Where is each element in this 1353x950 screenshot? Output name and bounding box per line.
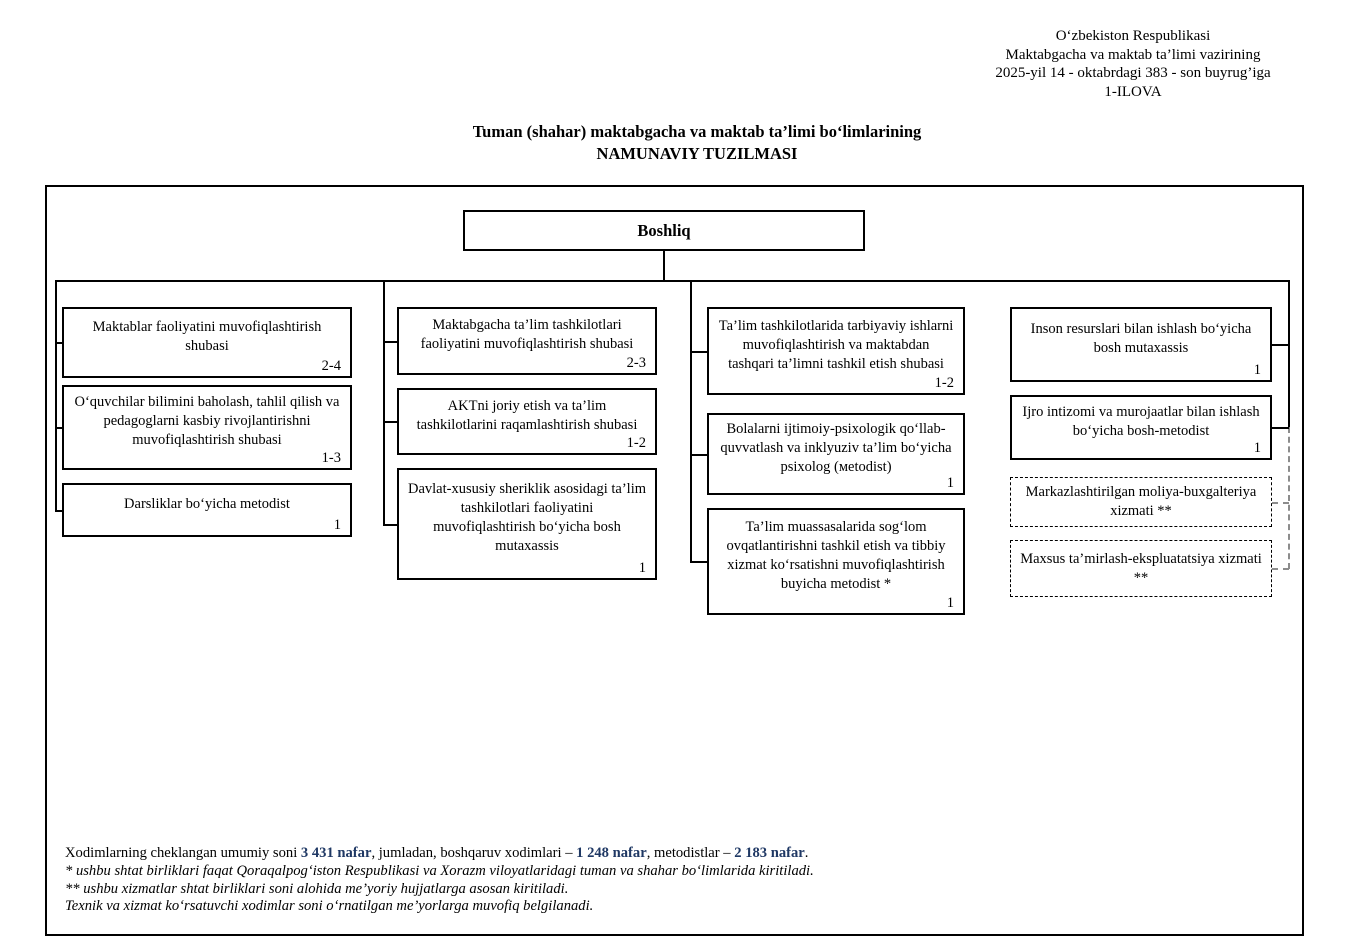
org-box-maktablar-shubasi: Maktablar faoliyatini muvofiqlashtirish …: [62, 307, 352, 378]
org-box-label: Ijro intizomi va murojaatlar bilan ishla…: [1022, 403, 1260, 439]
connector-horizontal-line: [55, 280, 1290, 282]
staff-count-value: 1 248 nafar: [576, 845, 647, 861]
org-box-tamirlash-ekspluatatsiya: Maxsus ta’mirlash-ekspluatatsiya xizmati…: [1010, 540, 1272, 597]
connector-horizontal-line: [383, 341, 398, 343]
connector-vertical-line: [663, 251, 665, 280]
org-box-baholash-shubasi: Oʻquvchilar bilimini baholash, tahlil qi…: [62, 385, 352, 470]
page-title-line1: Tuman (shahar) maktabgacha va maktab ta’…: [472, 122, 922, 141]
org-box-label: Davlat-xususiy sheriklik asosidagi ta’li…: [408, 481, 647, 554]
org-box-label: Ta’lim tashkilotlarida tarbiyaviy ishlar…: [718, 317, 954, 372]
footnote-remark-line: Texnik va xizmat koʻrsatuvchi xodimlar s…: [65, 898, 594, 915]
org-box-label: Bolalarni ijtimoiy-psixologik qoʻllab-qu…: [720, 420, 952, 475]
org-box-staff-count: 2-3: [626, 355, 646, 371]
org-box-label: Ta’lim muassasalarida sogʻlom ovqatlanti…: [726, 518, 946, 592]
document-reference-line: 1-ILOVA: [1104, 83, 1162, 100]
org-box-ovqatlantirish-metodist: Ta’lim muassasalarida sogʻlom ovqatlanti…: [707, 508, 965, 615]
org-box-label: Maxsus ta’mirlash-ekspluatatsiya xizmati…: [1020, 550, 1262, 586]
footnote-remark-line: * ushbu shtat birliklari faqat Qoraqalpo…: [65, 862, 814, 879]
org-box-inson-resurslari: Inson resurslari bilan ishlash boʻyicha …: [1010, 307, 1272, 382]
footnote-staff-summary: Xodimlarning cheklangan umumiy soni 3 43…: [65, 845, 1300, 863]
staff-count-value: 3 431 nafar: [300, 845, 372, 861]
org-box-label: Maktabgacha ta’lim tashkilotlari faoliya…: [420, 317, 634, 352]
connector-horizontal-line: [1272, 427, 1289, 429]
org-box-akt-shubasi: AKTni joriy etish va ta’lim tashkilotlar…: [397, 388, 657, 455]
org-box-tarbiyaviy-shubasi: Ta’lim tashkilotlarida tarbiyaviy ishlar…: [707, 307, 965, 395]
connector-horizontal-line: [690, 454, 708, 456]
footnote-remark-line: ** ushbu xizmatlar shtat birliklari soni…: [65, 880, 569, 897]
footnote-remarks: * ushbu shtat birliklari faqat Qoraqalpo…: [65, 863, 1300, 916]
connector-horizontal-line: [55, 510, 63, 512]
staff-summary-text: Xodimlarning cheklangan umumiy soni: [65, 845, 301, 861]
footnotes: Xodimlarning cheklangan umumiy soni 3 43…: [65, 845, 1300, 916]
org-box-label: Markazlashtirilgan moliya-buxgalteriya x…: [1025, 484, 1257, 519]
connector-horizontal-line: [383, 421, 398, 423]
org-box-darsliklar-metodist: Darsliklar boʻyicha metodist 1: [62, 483, 352, 537]
staff-count-value: 2 183 nafar: [734, 845, 805, 861]
org-box-root: Boshliq: [463, 210, 865, 251]
org-box-staff-count: 1-2: [934, 375, 954, 391]
org-box-dxs-bosh-mutaxassis: Davlat-xususiy sheriklik asosidagi ta’li…: [397, 468, 657, 580]
org-box-staff-count: 1: [333, 517, 341, 533]
org-box-staff-count: 1: [946, 475, 954, 491]
page-title-line2: NAMUNAVIY TUZILMASI: [596, 144, 798, 163]
org-box-staff-count: 1-3: [321, 450, 341, 466]
org-box-moliya-buxgalteriya: Markazlashtirilgan moliya-buxgalteriya x…: [1010, 477, 1272, 527]
connector-horizontal-line: [55, 427, 63, 429]
staff-summary-text: , jumladan, boshqaruv xodimlari –: [371, 845, 577, 861]
org-box-ijro-intizomi: Ijro intizomi va murojaatlar bilan ishla…: [1010, 395, 1272, 460]
connector-vertical-line: [383, 280, 385, 526]
org-box-label: AKTni joriy etish va ta’lim tashkilotlar…: [416, 397, 638, 433]
org-box-root-label: Boshliq: [637, 220, 691, 240]
org-box-maktabgacha-shubasi: Maktabgacha ta’lim tashkilotlari faoliya…: [397, 307, 657, 375]
connector-vertical-line: [55, 280, 57, 512]
document-reference-line: Oʻzbekiston Respublikasi: [1055, 28, 1211, 44]
org-box-staff-count: 1: [946, 595, 954, 611]
document-reference-line: 2025-yil 14 - oktabrdagi 383 - son buyru…: [995, 65, 1271, 81]
org-box-staff-count: 1: [638, 560, 646, 576]
staff-summary-text: .: [804, 845, 809, 861]
staff-summary-text: , metodistlar –: [646, 845, 735, 861]
connector-horizontal-line: [383, 524, 398, 526]
org-box-staff-count: 1: [1253, 440, 1261, 456]
org-box-label: Darsliklar boʻyicha metodist: [124, 495, 290, 512]
org-box-label: Oʻquvchilar bilimini baholash, tahlil qi…: [74, 394, 340, 448]
org-box-label: Maktablar faoliyatini muvofiqlashtirish …: [92, 318, 322, 354]
connector-vertical-line: [1288, 280, 1290, 428]
org-box-label: Inson resurslari bilan ishlash boʻyicha …: [1030, 320, 1252, 356]
document-reference-line: Maktabgacha va maktab ta’limi vazirining: [1005, 46, 1261, 63]
connector-horizontal-line: [1272, 568, 1289, 570]
org-box-psixolog-metodist: Bolalarni ijtimoiy-psixologik qoʻllab-qu…: [707, 413, 965, 495]
connector-horizontal-line: [55, 342, 63, 344]
connector-vertical-line: [690, 280, 692, 563]
connector-horizontal-line: [1272, 502, 1289, 504]
connector-horizontal-line: [690, 351, 708, 353]
org-box-staff-count: 1: [1253, 362, 1261, 378]
org-box-staff-count: 2-4: [321, 358, 341, 374]
connector-horizontal-line: [1272, 344, 1289, 346]
connector-horizontal-line: [690, 561, 708, 563]
org-box-staff-count: 1-2: [626, 435, 646, 451]
page-title: Tuman (shahar) maktabgacha va maktab ta’…: [322, 121, 1072, 165]
connector-vertical-line: [1288, 427, 1290, 569]
